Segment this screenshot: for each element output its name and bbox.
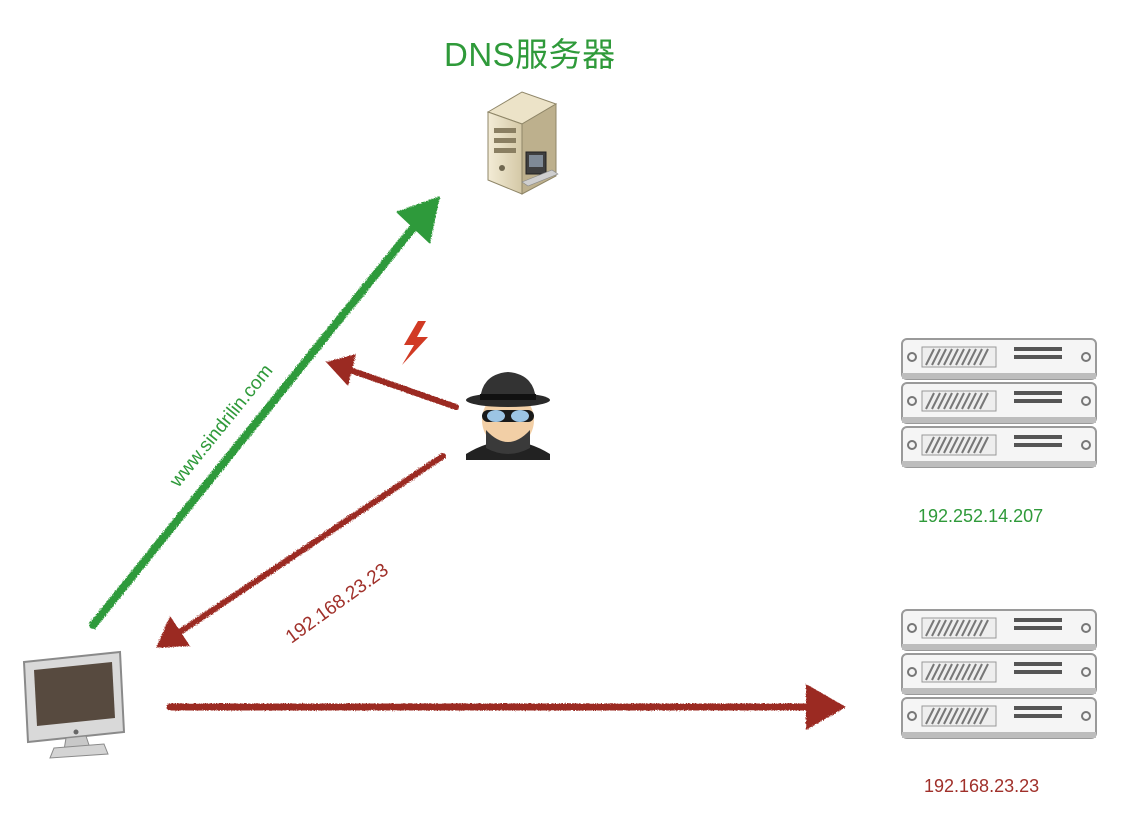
intercept-arrow <box>326 354 459 410</box>
computer-monitor-icon <box>22 650 126 759</box>
fake-connection-arrow <box>166 684 846 730</box>
legit-server-ip: 192.252.14.207 <box>918 506 1044 526</box>
rack-server-icon <box>901 609 1097 739</box>
dns-server-title: DNS服务器 <box>444 36 616 73</box>
forged-reply-arrow <box>156 453 446 648</box>
dns-query-arrow <box>89 196 440 629</box>
tower-server-icon <box>486 91 559 195</box>
lightning-icon <box>402 321 428 365</box>
rack-server-icon <box>901 338 1097 468</box>
fake-server-ip: 192.168.23.23 <box>924 776 1040 796</box>
hacker-icon <box>466 372 550 460</box>
